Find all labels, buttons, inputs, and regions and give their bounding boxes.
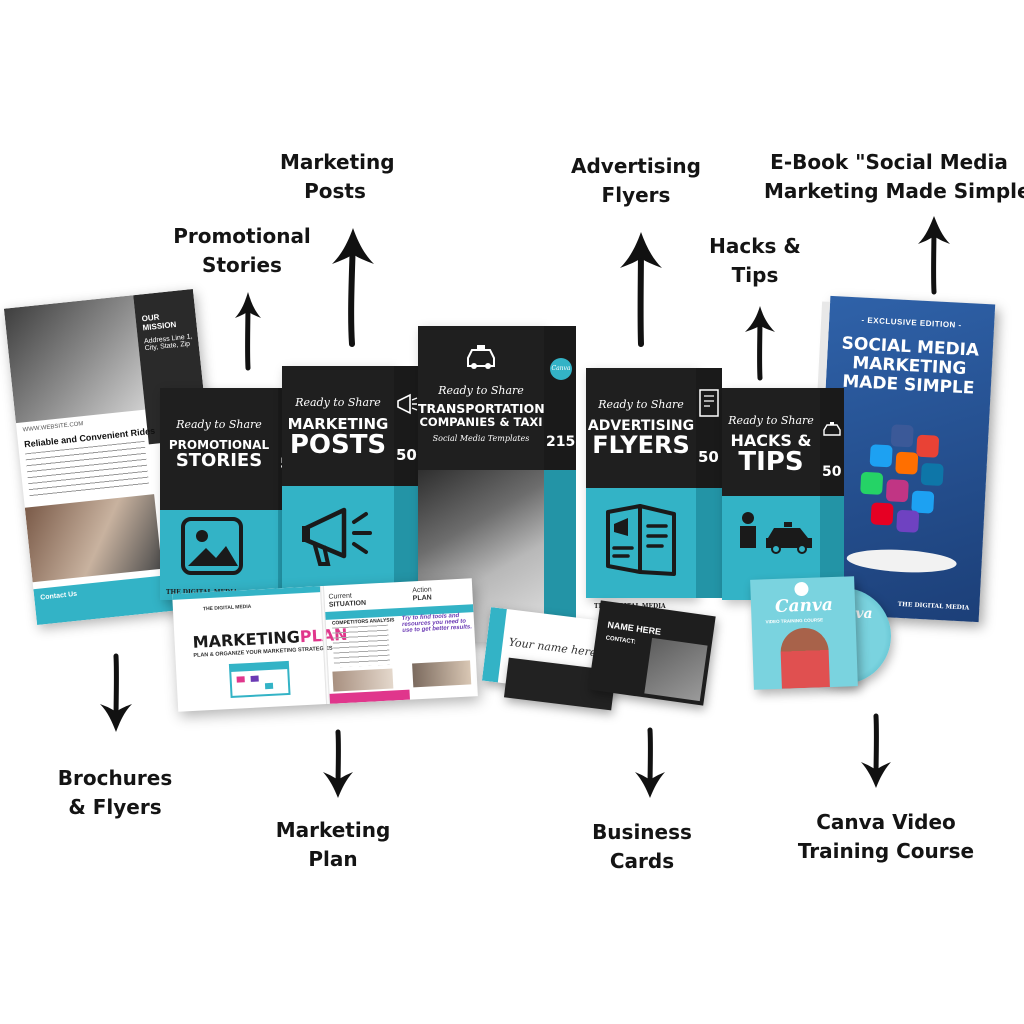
callout-promotional-stories: Promotional Stories (173, 224, 311, 277)
plan-publisher: THE DIGITAL MEDIA (202, 603, 252, 613)
ebook-title: SOCIAL MEDIA MARKETING MADE SIMPLE (841, 333, 980, 399)
ebook-edition: - EXCLUSIVE EDITION - (861, 315, 962, 330)
box-hacks-tips: Ready to Share HACKS & TIPS 50 (722, 388, 844, 600)
box-ready-text: Ready to Share (176, 418, 262, 431)
box-promotional-stories: Ready to Share PROMOTIONAL STORIES 50 TH… (160, 388, 302, 600)
brochure-photo-passengers (24, 494, 162, 583)
arrow-up-icon (235, 292, 261, 371)
brochure-address: Address Line 1, City, State, Zip (143, 333, 193, 353)
canva-dvd-case: Canva VIDEO TRAINING COURSE (750, 576, 858, 690)
brochure-site: WWW.WEBSITE.COM (22, 421, 84, 434)
arrow-down-icon (861, 713, 891, 788)
box-count: 50 (698, 448, 719, 466)
box-main-transportation: Ready to Share TRANSPORTATION COMPANIES … (418, 326, 576, 642)
arrow-down-icon (323, 729, 353, 798)
box-title: PROMOTIONAL STORIES (168, 438, 270, 471)
callout-canva-course: Canva Video Training Course (797, 810, 975, 863)
arrow-up-icon (918, 216, 950, 295)
business-card-photo: NAME HERE CONTACT: (588, 600, 716, 706)
arrow-up-icon (745, 306, 775, 381)
box-subtitle: Social Media Templates (432, 434, 530, 443)
business-card-name: Your name here (508, 635, 598, 660)
canva-caption: VIDEO TRAINING COURSE (765, 617, 824, 625)
box-marketing-posts: Ready to Share MARKETING POSTS 50 (282, 366, 420, 598)
megaphone-icon (302, 507, 372, 566)
box-count: 50 (822, 464, 842, 480)
megaphone-icon (397, 393, 418, 415)
box-title: TRANSPORTATION COMPANIES & TAXI (418, 401, 545, 429)
brochure-body-text (25, 440, 150, 500)
taxi-icon (467, 345, 495, 369)
box-ready-text: Ready to Share (728, 414, 814, 427)
callout-business-cards: Business Cards (592, 820, 692, 873)
ebook-publisher: THE DIGITAL MEDIA (897, 600, 970, 612)
callout-ebook: E-Book "Social Media Marketing Made Simp… (764, 150, 1024, 203)
plan-quote: Try to find tools and resources you need… (401, 612, 473, 634)
arrow-up-icon (332, 228, 374, 347)
box-title: HACKS & TIPS (730, 431, 812, 477)
image-icon (181, 517, 243, 575)
box-count: 50 (396, 446, 417, 464)
arrow-up-icon (620, 232, 662, 347)
arrow-down-icon (635, 727, 665, 798)
callout-marketing-posts: Marketing Posts (280, 150, 395, 203)
arrow-down-icon (100, 653, 132, 732)
business-card-contact: CONTACT: (605, 635, 636, 646)
box-count: 215 (546, 434, 576, 450)
box-title: ADVERTISING FLYERS (587, 418, 695, 459)
box-ready-text: Ready to Share (295, 396, 381, 409)
plan-photo (332, 668, 394, 692)
box-title: MARKETING POSTS (287, 415, 389, 460)
plan-photo (412, 660, 472, 688)
social-media-icons-cluster-icon (860, 424, 944, 533)
driver-with-taxi-icon (740, 512, 812, 554)
callout-marketing-plan: Marketing Plan (275, 818, 391, 871)
brochure-photo-driver (3, 295, 146, 424)
callout-hacks-tips: Hacks & Tips (709, 234, 801, 287)
canva-logo: Canva (774, 594, 834, 617)
callout-brochures: Brochures & Flyers (57, 766, 173, 819)
box-ready-text: Ready to Share (438, 384, 524, 397)
business-card-caps-name: NAME HERE (606, 619, 662, 638)
callout-advertising-flyers: Advertising Flyers (571, 154, 701, 207)
flyer-icon (699, 389, 719, 417)
play-icon (794, 581, 809, 597)
plan-body-text (332, 624, 391, 668)
calendar-illustration-icon (228, 660, 291, 699)
box-ready-text: Ready to Share (598, 398, 684, 411)
taxi-icon (823, 422, 841, 436)
canva-presenter-photo (779, 627, 830, 689)
flyer-icon (606, 504, 676, 576)
ebook-cover: - EXCLUSIVE EDITION - SOCIAL MEDIA MARKE… (805, 295, 996, 623)
canva-badge: Canva (550, 358, 572, 380)
box-advertising-flyers: Ready to Share ADVERTISING FLYERS 50 THE… (586, 368, 722, 610)
brochure-mission-title: OUR MISSION (141, 312, 177, 333)
